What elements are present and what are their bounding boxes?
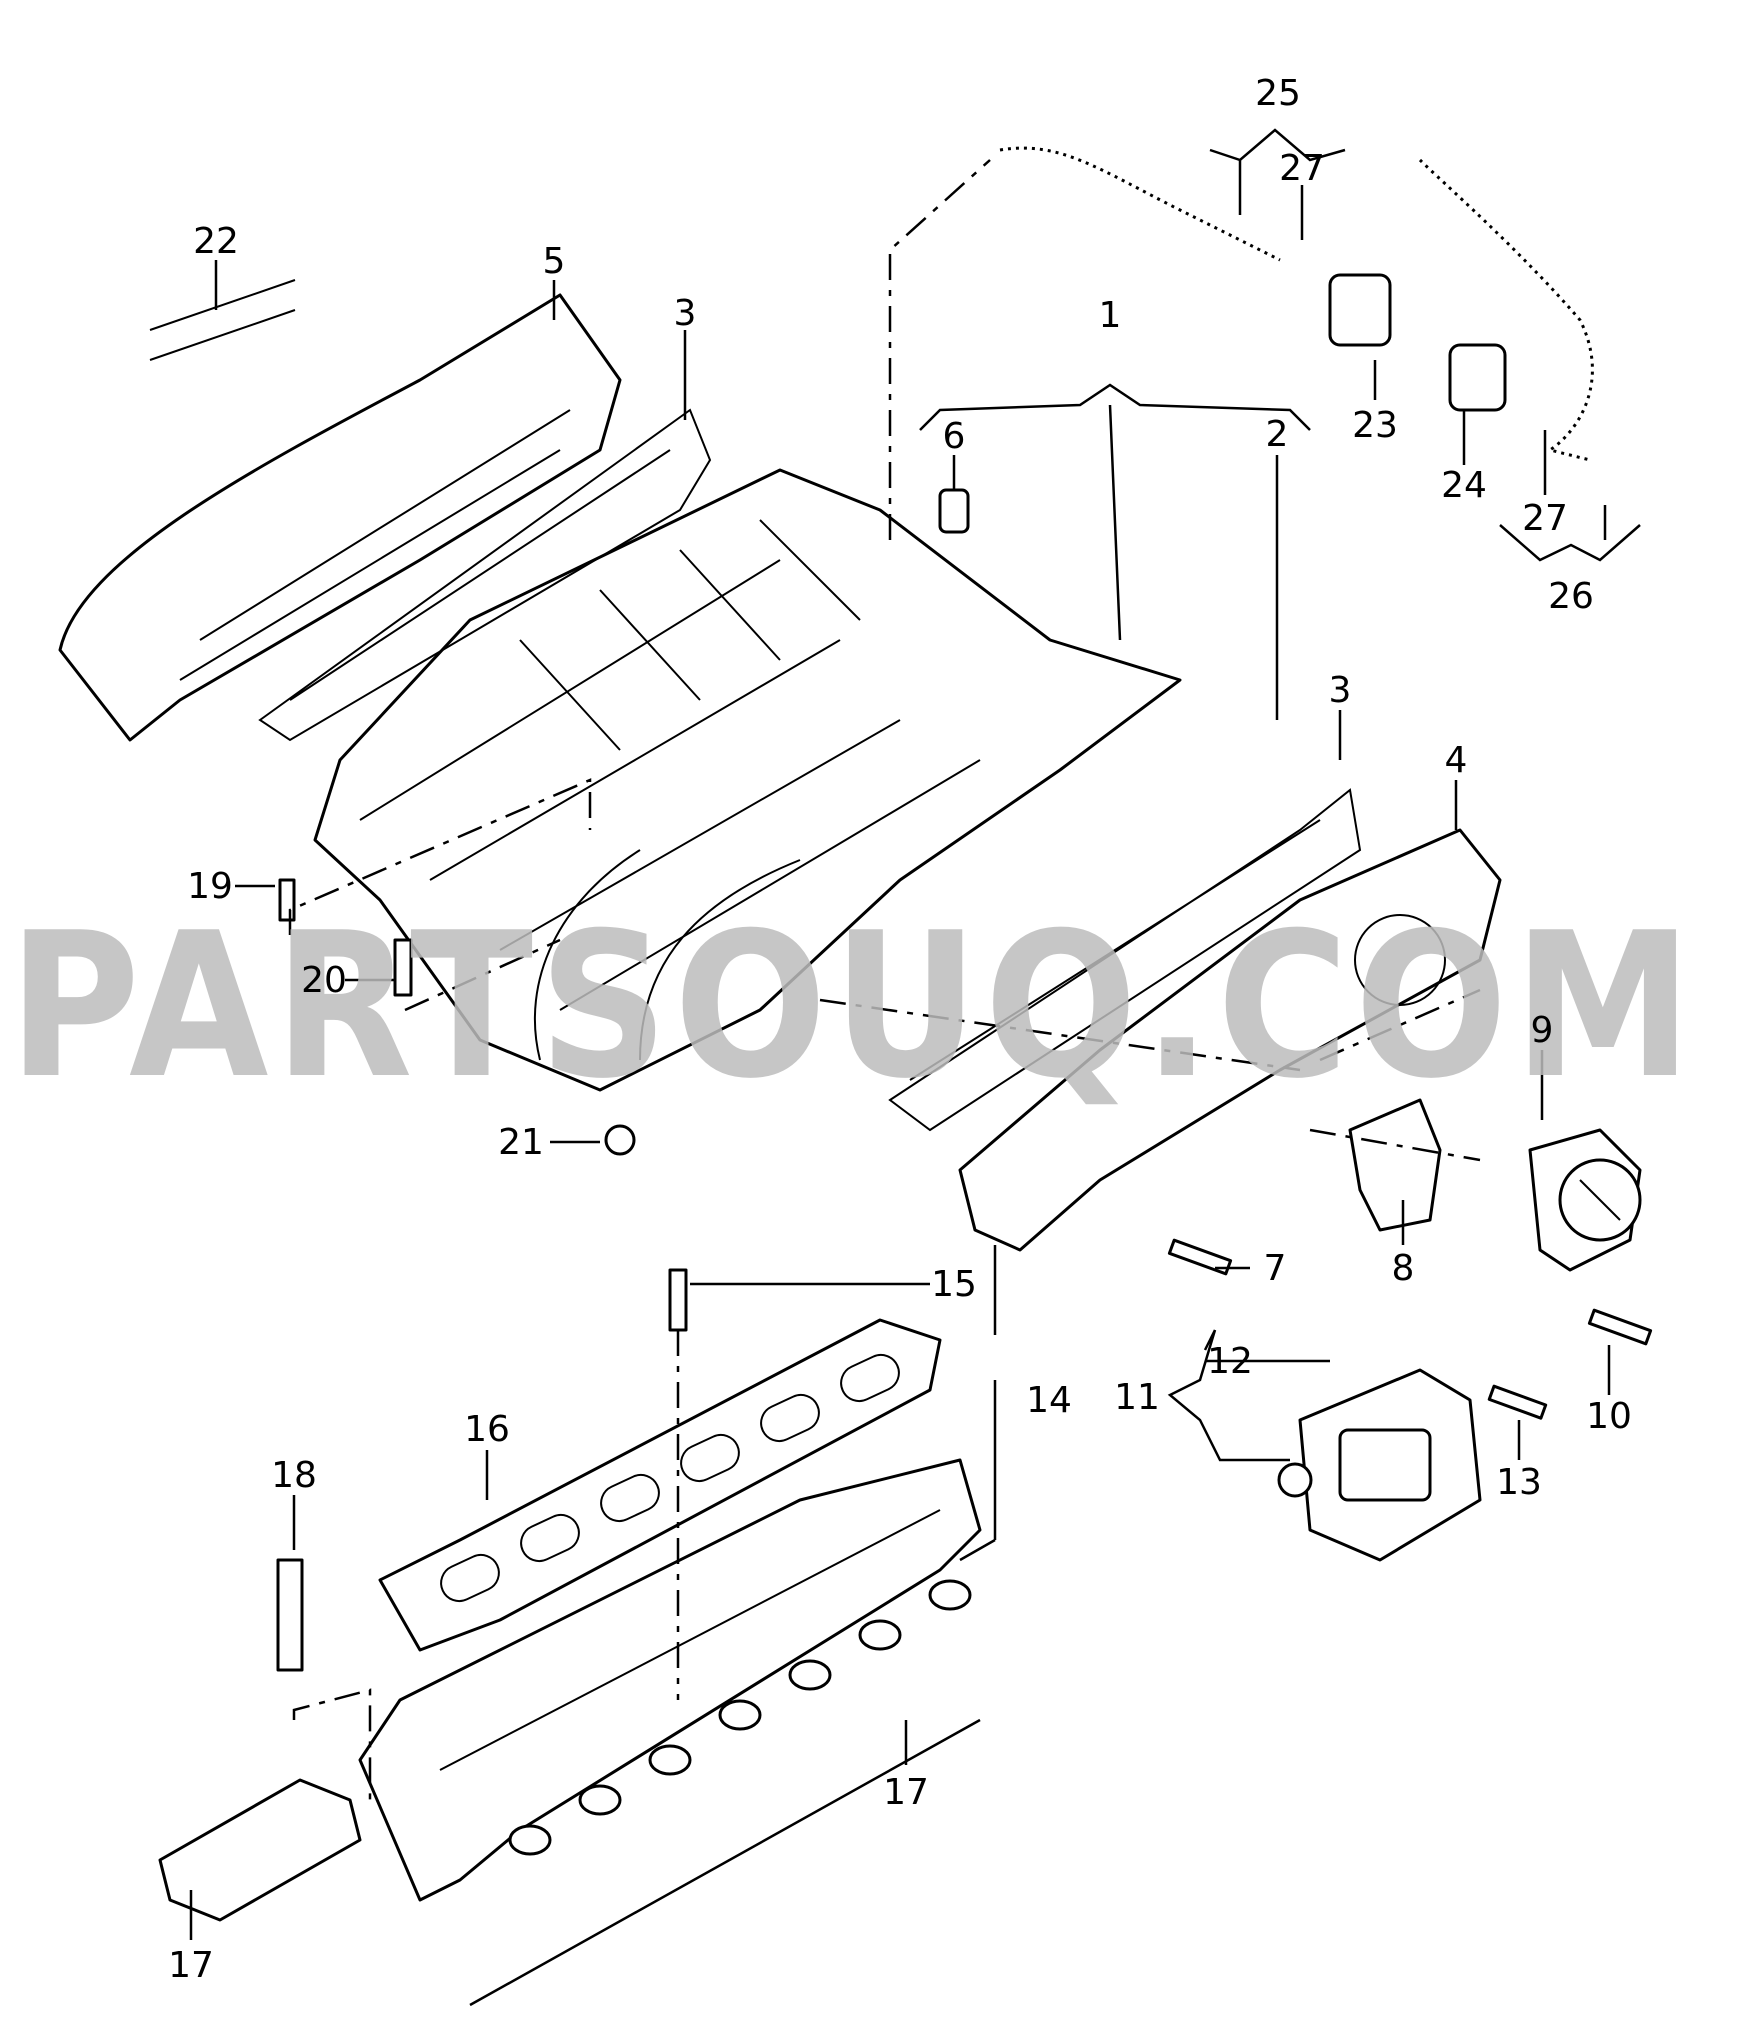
cable-ties-22[interactable] bbox=[149, 279, 296, 361]
label-27-right[interactable]: 27 bbox=[1522, 498, 1568, 539]
label-15[interactable]: 15 bbox=[931, 1264, 977, 1305]
label-6[interactable]: 6 bbox=[943, 416, 966, 457]
label-5[interactable]: 5 bbox=[543, 241, 566, 282]
label-20[interactable]: 20 bbox=[301, 960, 347, 1001]
breather-hose-25[interactable] bbox=[999, 146, 1281, 262]
sensor-21[interactable] bbox=[604, 1124, 636, 1156]
dash-lines bbox=[288, 159, 1481, 1800]
label-12[interactable]: 12 bbox=[1207, 1341, 1253, 1382]
label-1[interactable]: 1 bbox=[1099, 295, 1122, 336]
cap-6[interactable] bbox=[938, 488, 970, 534]
bolt-13[interactable] bbox=[1487, 1384, 1548, 1420]
leader-lines bbox=[189, 128, 1641, 1940]
label-2[interactable]: 2 bbox=[1266, 414, 1289, 455]
gasket-strip-17 bbox=[469, 1718, 981, 2007]
manifold-ports bbox=[508, 1579, 972, 1856]
label-18[interactable]: 18 bbox=[271, 1455, 317, 1496]
actuator-unit[interactable] bbox=[1277, 1368, 1482, 1562]
lower-gasket[interactable] bbox=[378, 1318, 942, 1652]
label-10[interactable]: 10 bbox=[1586, 1396, 1632, 1437]
connector-24[interactable] bbox=[1448, 343, 1507, 412]
label-8[interactable]: 8 bbox=[1392, 1248, 1415, 1289]
label-16[interactable]: 16 bbox=[464, 1409, 510, 1450]
label-7[interactable]: 7 bbox=[1264, 1248, 1287, 1289]
stud-18[interactable] bbox=[276, 1558, 304, 1672]
label-23[interactable]: 23 bbox=[1352, 405, 1398, 446]
bolt-20[interactable] bbox=[393, 938, 413, 997]
label-9[interactable]: 9 bbox=[1531, 1010, 1554, 1051]
label-27-top[interactable]: 27 bbox=[1279, 148, 1325, 189]
label-25[interactable]: 25 bbox=[1255, 73, 1301, 114]
pin-15[interactable] bbox=[668, 1268, 688, 1332]
label-19[interactable]: 19 bbox=[187, 866, 233, 907]
label-21[interactable]: 21 bbox=[498, 1122, 544, 1163]
throttle-gasket[interactable] bbox=[1348, 1098, 1442, 1232]
valve-23[interactable] bbox=[1328, 273, 1392, 347]
upper-intake-manifold[interactable] bbox=[313, 468, 1182, 1092]
gasket-17[interactable] bbox=[158, 1778, 362, 1922]
label-3-right[interactable]: 3 bbox=[1329, 670, 1352, 711]
label-24[interactable]: 24 bbox=[1441, 465, 1487, 506]
watermark: PARTSOUQ.COM bbox=[8, 890, 1698, 1123]
label-17-left[interactable]: 17 bbox=[168, 1945, 214, 1986]
manifold-cover-left[interactable] bbox=[58, 293, 622, 742]
gasket-right[interactable] bbox=[888, 788, 1362, 1132]
breather-hose-26[interactable] bbox=[1418, 158, 1594, 462]
manifold-cover-right[interactable] bbox=[958, 828, 1502, 1252]
throttle-body[interactable] bbox=[1528, 1128, 1642, 1272]
label-4[interactable]: 4 bbox=[1445, 740, 1468, 781]
label-3-left[interactable]: 3 bbox=[674, 293, 697, 334]
label-13[interactable]: 13 bbox=[1496, 1462, 1542, 1503]
label-17-right[interactable]: 17 bbox=[883, 1772, 929, 1813]
label-11[interactable]: 11 bbox=[1114, 1377, 1160, 1418]
gasket-ports bbox=[440, 1353, 900, 1603]
part-labels: 25 27 22 5 3 1 6 2 23 24 27 26 3 4 19 20… bbox=[168, 73, 1632, 1986]
label-22[interactable]: 22 bbox=[193, 221, 239, 262]
bolt-10[interactable] bbox=[1587, 1308, 1653, 1346]
gasket-left[interactable] bbox=[258, 408, 712, 742]
label-14[interactable]: 14 bbox=[1026, 1380, 1072, 1421]
lower-intake-manifold[interactable] bbox=[358, 1458, 982, 1902]
label-26[interactable]: 26 bbox=[1548, 576, 1594, 617]
